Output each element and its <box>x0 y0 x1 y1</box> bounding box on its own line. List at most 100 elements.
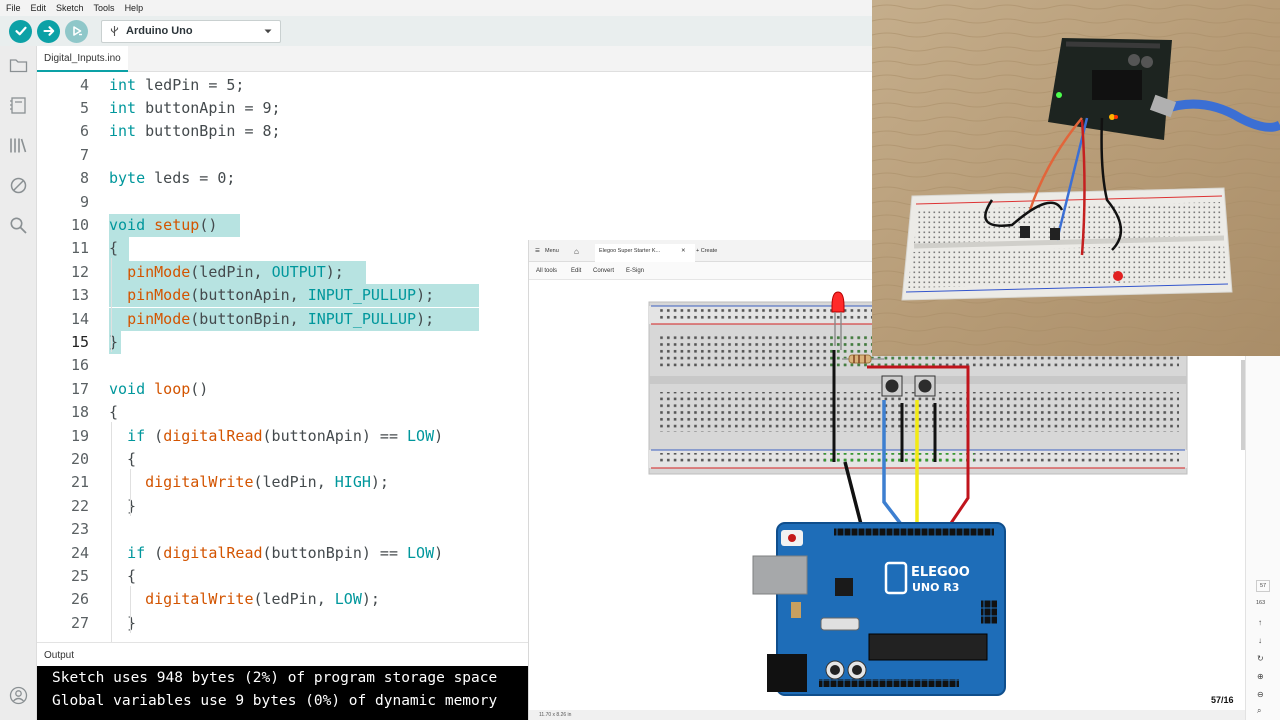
pdf-create-tab[interactable]: + Create <box>696 248 718 254</box>
code-line[interactable]: 9 <box>37 191 528 214</box>
resistor <box>842 354 884 364</box>
menu-tools[interactable]: Tools <box>93 3 115 13</box>
user-icon[interactable] <box>9 686 28 705</box>
tab-digital-inputs[interactable]: Digital_Inputs.ino <box>37 46 128 72</box>
line-number: 9 <box>79 192 89 211</box>
real-breadboard <box>901 187 1233 301</box>
menu-icon[interactable]: ☰ <box>535 248 540 254</box>
board-selector[interactable]: Arduino Uno <box>101 19 281 43</box>
line-number: 7 <box>79 145 89 164</box>
code-line[interactable]: 13 pinMode(buttonApin, INPUT_PULLUP); <box>37 284 528 308</box>
selection-highlight <box>109 284 479 308</box>
code-text: byte leds = 0; <box>109 169 236 188</box>
search-icon[interactable] <box>9 216 28 235</box>
code-line[interactable]: 18{ <box>37 401 528 424</box>
code-text: { <box>109 403 119 422</box>
pdf-tool-convert[interactable]: Convert <box>593 268 615 274</box>
code-line[interactable]: 19 if (digitalRead(buttonApin) == LOW) <box>37 425 528 448</box>
code-line[interactable]: 27 } <box>37 612 528 635</box>
code-line[interactable]: 15} <box>37 330 528 355</box>
line-number: 17 <box>70 379 89 398</box>
verify-button[interactable] <box>9 19 32 43</box>
pdf-tool-edit[interactable]: Edit <box>571 268 582 274</box>
usb-icon <box>110 26 119 36</box>
code-text: } <box>109 496 137 515</box>
usb-cable <box>1160 99 1280 132</box>
rotate-icon[interactable]: ↻ <box>1257 654 1264 663</box>
pdf-status-bar: 11.70 x 8.26 in <box>529 710 1245 720</box>
line-number: 6 <box>79 122 89 141</box>
menu-sketch[interactable]: Sketch <box>56 3 84 13</box>
code-line[interactable]: 26 digitalWrite(ledPin, LOW); <box>37 588 528 611</box>
indent-guide <box>111 422 112 642</box>
code-line[interactable]: 14 pinMode(buttonBpin, INPUT_PULLUP); <box>37 307 528 331</box>
line-number: 10 <box>70 215 89 234</box>
pdf-menu-tab[interactable]: Menu <box>545 248 559 254</box>
menu-file[interactable]: File <box>6 3 21 13</box>
code-line[interactable]: 25 { <box>37 565 528 588</box>
indent-guide <box>130 468 131 516</box>
code-line[interactable]: 24 if (digitalRead(buttonBpin) == LOW) <box>37 542 528 565</box>
code-line[interactable]: 21 digitalWrite(ledPin, HIGH); <box>37 471 528 494</box>
zoom-out-icon[interactable]: ⊖ <box>1257 690 1264 699</box>
code-line[interactable]: 16 <box>37 354 528 377</box>
selection-highlight <box>109 213 240 238</box>
pdf-document-tab[interactable]: Elegoo Super Starter K... <box>595 244 695 262</box>
page-size-readout: 11.70 x 8.26 in <box>539 712 572 718</box>
boards-icon[interactable] <box>9 96 28 115</box>
code-line[interactable]: 22 } <box>37 495 528 518</box>
caret-down-icon <box>264 29 272 33</box>
zoom-in-icon[interactable]: ⊕ <box>1257 672 1264 681</box>
page-box[interactable]: 57 <box>1256 580 1271 592</box>
check-icon <box>14 26 27 36</box>
output-line: Sketch uses 948 bytes (2%) of program st… <box>52 670 498 686</box>
pdf-tool-all[interactable]: All tools <box>536 268 558 274</box>
pdf-scrollbar[interactable] <box>1241 360 1246 450</box>
line-number: 26 <box>70 590 89 609</box>
folder-icon[interactable] <box>9 56 28 75</box>
line-number: 5 <box>79 98 89 117</box>
indent-guide <box>111 258 112 352</box>
red-wire <box>867 365 970 533</box>
library-icon[interactable] <box>9 136 28 155</box>
arrow-up-icon[interactable]: ↑ <box>1258 618 1262 627</box>
debug-icon[interactable] <box>9 176 28 195</box>
red-led <box>831 291 845 350</box>
code-text: void loop() <box>109 379 209 398</box>
home-icon[interactable]: ⌂ <box>574 247 579 256</box>
line-number: 24 <box>70 543 89 562</box>
line-number: 22 <box>70 496 89 515</box>
debug-button[interactable] <box>65 19 88 43</box>
menu-help[interactable]: Help <box>124 3 144 13</box>
code-line[interactable]: 12 pinMode(ledPin, OUTPUT); <box>37 260 528 285</box>
upload-button[interactable] <box>37 19 60 43</box>
code-line[interactable]: 17 void loop() <box>37 378 528 401</box>
pdf-tool-esign[interactable]: E-Sign <box>626 268 645 274</box>
code-text: { <box>109 566 137 585</box>
line-number: 14 <box>70 309 89 328</box>
close-icon[interactable]: ✕ <box>681 248 686 254</box>
line-number: 15 <box>70 332 89 351</box>
code-line[interactable]: 10 void setup() <box>37 213 528 238</box>
indent-guide <box>130 585 131 633</box>
code-text: pinMode(ledPin, OUTPUT); <box>127 262 344 281</box>
board-brand: ELEGOO <box>911 565 970 580</box>
menu-edit[interactable]: Edit <box>30 3 47 13</box>
arrow-down-icon[interactable]: ↓ <box>1258 636 1262 645</box>
output-title: Output <box>44 650 75 661</box>
code-text: void setup() <box>109 215 218 234</box>
search-icon[interactable]: ⌕ <box>1257 706 1262 715</box>
orange-jumper <box>1028 117 1083 211</box>
code-line[interactable]: 7 <box>37 144 528 167</box>
selection-highlight <box>109 330 121 355</box>
code-line[interactable]: 20 { <box>37 448 528 471</box>
code-line[interactable]: 11{ <box>37 237 528 261</box>
code-line[interactable]: 23 <box>37 518 528 541</box>
webcam-video <box>872 0 1280 356</box>
code-text: if (digitalRead(buttonApin) == LOW) <box>127 426 444 445</box>
